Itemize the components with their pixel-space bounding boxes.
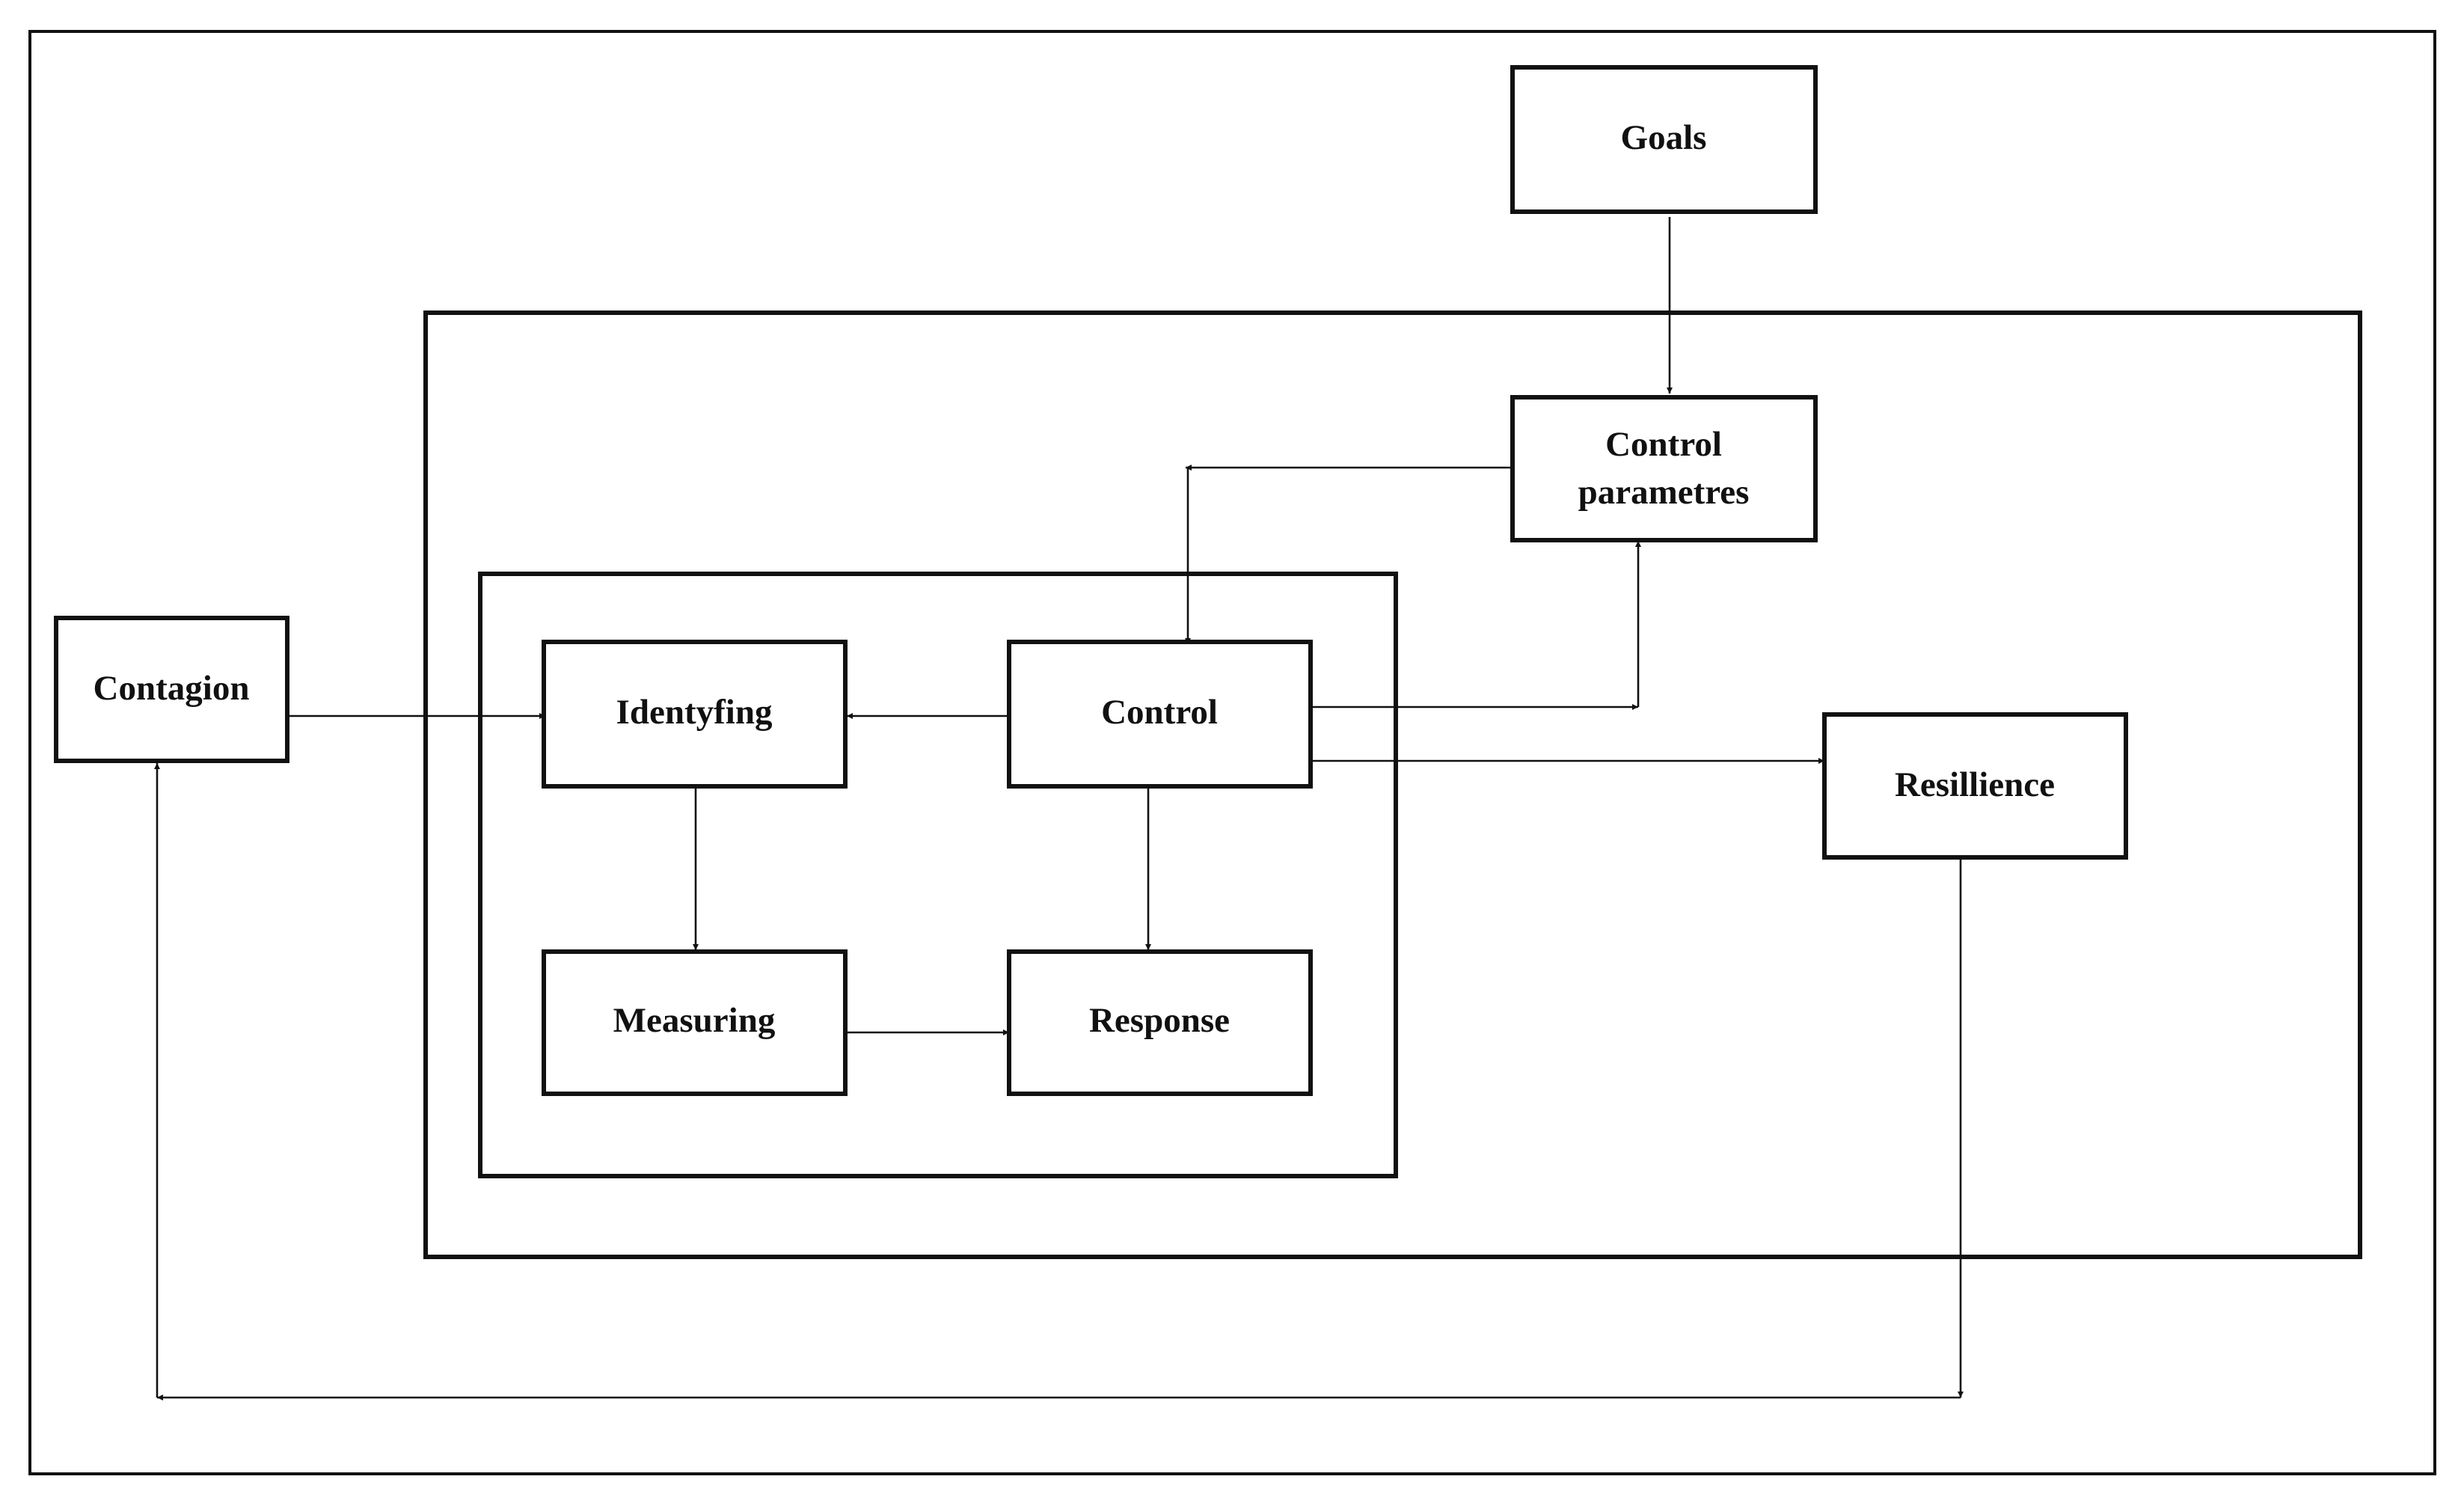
response-label: Response <box>1089 1001 1230 1040</box>
outer-frame <box>28 30 2436 1475</box>
control-parametres-label-line1: Control <box>1605 425 1722 464</box>
measuring-label: Measuring <box>613 1001 776 1040</box>
control-parametres-node: Control parametres <box>1510 395 1818 542</box>
contagion-node: Contagion <box>54 616 289 763</box>
control-node: Control <box>1007 640 1313 789</box>
control-parametres-label-line2: parametres <box>1578 473 1750 512</box>
system-frame <box>423 310 2362 1259</box>
resillience-label: Resillience <box>1895 765 2055 804</box>
response-node: Response <box>1007 949 1313 1096</box>
contagion-label: Contagion <box>94 669 250 708</box>
connectors <box>154 217 1964 1401</box>
identyfing-label: Identyfing <box>616 693 773 732</box>
resillience-node: Resillience <box>1822 712 2128 860</box>
goals-label: Goals <box>1621 118 1707 157</box>
goals-node: Goals <box>1510 65 1818 214</box>
core-process-frame <box>478 572 1398 1178</box>
measuring-node: Measuring <box>542 949 848 1096</box>
identyfing-node: Identyfing <box>542 640 848 789</box>
control-label: Control <box>1101 693 1218 732</box>
